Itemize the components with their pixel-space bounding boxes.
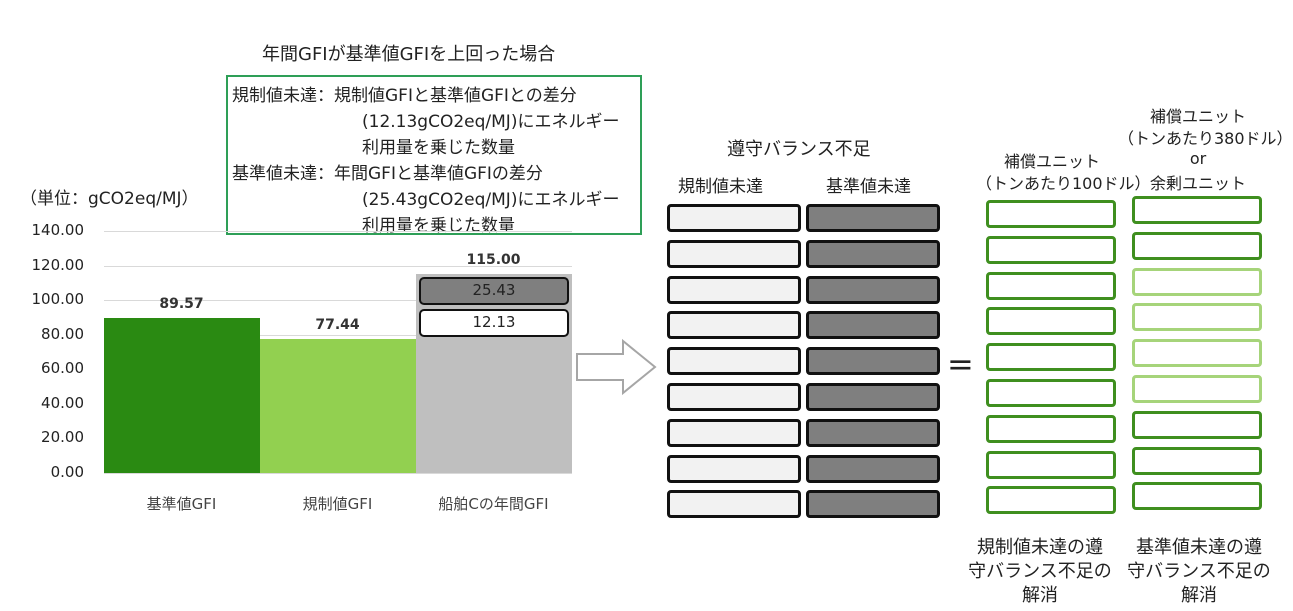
x-label-regulatory: 規制値GFI bbox=[302, 495, 373, 513]
x-label-ship-c: 船舶Cの年間GFI bbox=[438, 495, 549, 513]
unit-cell-100usd bbox=[986, 451, 1116, 479]
explanation-line-2: (12.13gCO2eq/MJ)にエネルギー bbox=[362, 112, 620, 132]
balance-col-regulatory: 規制値未達 bbox=[678, 177, 763, 197]
gfi-bar-chart: 0.00 20.00 40.00 60.00 80.00 100.00 120.00 140.… bbox=[0, 0, 600, 611]
balance-cell-regulatory bbox=[667, 490, 801, 518]
balance-col-baseline: 基準値未達 bbox=[826, 177, 911, 197]
bar-0 bbox=[104, 318, 260, 473]
unit-right-header-1: 補償ユニット bbox=[1149, 107, 1246, 126]
unit-right-header-2: （トンあたり380ドル） bbox=[1118, 129, 1293, 148]
balance-cell-regulatory bbox=[667, 204, 801, 232]
unit-label: （単位：gCO2eq/MJ） bbox=[20, 189, 199, 209]
balance-cell-baseline bbox=[806, 240, 940, 268]
unit-cell-380usd-or-surplus bbox=[1132, 339, 1262, 367]
bar-value-label: 89.57 bbox=[159, 296, 204, 313]
balance-cell-regulatory bbox=[667, 311, 801, 339]
equals-sign: = bbox=[947, 345, 974, 383]
balance-cell-baseline bbox=[806, 311, 940, 339]
footer-right-line-2: 守バランス不足の bbox=[1127, 561, 1271, 582]
explanation-line-1: 規制値未達：規制値GFIと基準値GFIとの差分 bbox=[232, 86, 577, 106]
unit-cell-100usd bbox=[986, 343, 1116, 371]
y-tick-label: 120.00 bbox=[31, 256, 85, 274]
scenario-title: 年間GFIが基準値GFIを上回った場合 bbox=[262, 44, 556, 65]
unit-cell-380usd-or-surplus bbox=[1132, 375, 1262, 403]
bar-value-label: 115.00 bbox=[466, 252, 521, 269]
balance-cell-regulatory bbox=[667, 383, 801, 411]
balance-cell-baseline bbox=[806, 490, 940, 518]
unit-left-header-2: （トンあたり100ドル） bbox=[976, 174, 1151, 193]
gridline bbox=[104, 300, 572, 301]
balance-cell-baseline bbox=[806, 383, 940, 411]
unit-cell-380usd-or-surplus bbox=[1132, 303, 1262, 331]
bar-1 bbox=[260, 339, 416, 473]
unit-cell-380usd-or-surplus bbox=[1132, 196, 1262, 224]
unit-cell-100usd bbox=[986, 200, 1116, 228]
unit-cell-380usd-or-surplus bbox=[1132, 482, 1262, 510]
footer-right: 基準値未達の遵 守バランス不足の 解消 bbox=[1124, 536, 1274, 608]
gridline bbox=[104, 473, 572, 474]
y-tick-label: 20.00 bbox=[41, 428, 84, 446]
unit-right-header-3: or bbox=[1189, 149, 1207, 168]
bar-2 bbox=[416, 274, 572, 473]
y-tick-label: 0.00 bbox=[50, 463, 84, 481]
y-tick-label: 140.00 bbox=[31, 221, 85, 239]
y-tick-label: 60.00 bbox=[41, 359, 84, 377]
gridline bbox=[104, 266, 572, 267]
gridline bbox=[104, 335, 572, 336]
footer-right-line-1: 基準値未達の遵 bbox=[1136, 537, 1262, 558]
footer-right-line-3: 解消 bbox=[1181, 585, 1217, 606]
footer-left-line-1: 規制値未達の遵 bbox=[977, 537, 1103, 558]
footer-left-line-2: 守バランス不足の bbox=[968, 561, 1112, 582]
unit-cell-100usd bbox=[986, 272, 1116, 300]
right-arrow-icon bbox=[576, 338, 657, 396]
unit-cell-380usd-or-surplus bbox=[1132, 411, 1262, 439]
unit-cell-100usd bbox=[986, 236, 1116, 264]
balance-cell-baseline bbox=[806, 347, 940, 375]
gridline bbox=[104, 231, 572, 232]
balance-cell-regulatory bbox=[667, 347, 801, 375]
explanation-line-5: (25.43gCO2eq/MJ)にエネルギー bbox=[362, 190, 620, 210]
unit-cell-380usd-or-surplus bbox=[1132, 268, 1262, 296]
balance-cell-regulatory bbox=[667, 455, 801, 483]
unit-cell-380usd-or-surplus bbox=[1132, 447, 1262, 475]
explanation-line-3: 利用量を乗じた数量 bbox=[362, 138, 515, 158]
explanation-line-4: 基準値未達：年間GFIと基準値GFIの差分 bbox=[232, 164, 543, 184]
y-tick-label: 100.00 bbox=[31, 290, 85, 308]
unit-cell-100usd bbox=[986, 307, 1116, 335]
footer-left: 規制値未達の遵 守バランス不足の 解消 bbox=[965, 536, 1115, 608]
unit-right-header-4: 余剰ユニット bbox=[1149, 174, 1246, 193]
balance-cell-baseline bbox=[806, 455, 940, 483]
bar-value-label: 77.44 bbox=[315, 317, 360, 334]
x-label-baseline: 基準値GFI bbox=[146, 495, 217, 513]
balance-cell-baseline bbox=[806, 204, 940, 232]
footer-left-line-3: 解消 bbox=[1022, 585, 1058, 606]
balance-title: 遵守バランス不足 bbox=[727, 139, 871, 160]
unit-cell-100usd bbox=[986, 486, 1116, 514]
balance-cell-regulatory bbox=[667, 240, 801, 268]
stack-segment-25.43: 25.43 bbox=[419, 277, 569, 305]
y-tick-label: 40.00 bbox=[41, 394, 84, 412]
stack-segment-12.13: 12.13 bbox=[419, 309, 569, 337]
unit-cell-380usd-or-surplus bbox=[1132, 232, 1262, 260]
balance-cell-baseline bbox=[806, 276, 940, 304]
balance-cell-regulatory bbox=[667, 276, 801, 304]
balance-cell-baseline bbox=[806, 419, 940, 447]
unit-left-header-1: 補償ユニット bbox=[1003, 152, 1100, 171]
unit-cell-100usd bbox=[986, 415, 1116, 443]
unit-cell-100usd bbox=[986, 379, 1116, 407]
y-tick-label: 80.00 bbox=[41, 325, 84, 343]
balance-cell-regulatory bbox=[667, 419, 801, 447]
